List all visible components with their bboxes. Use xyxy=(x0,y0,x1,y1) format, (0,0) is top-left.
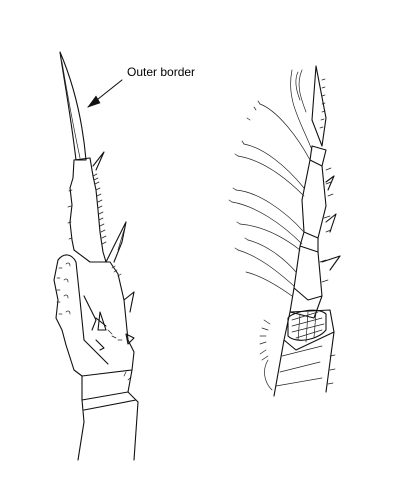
proximal-segment xyxy=(65,319,135,377)
terminal-spine xyxy=(59,51,87,161)
outer-border-label: Outer border xyxy=(127,65,196,79)
right-axis-segments xyxy=(289,145,341,319)
callout-arrow xyxy=(87,79,123,108)
middle-segment xyxy=(53,249,127,346)
middle-spines xyxy=(97,291,135,331)
right-basal-segment xyxy=(259,319,336,397)
setae xyxy=(228,69,313,297)
basal-segments xyxy=(77,369,139,461)
right-basal-joint xyxy=(283,309,335,351)
left-appendage xyxy=(53,51,139,461)
side-spine xyxy=(105,221,127,263)
distal-segment xyxy=(67,151,107,263)
right-terminal-spine xyxy=(311,65,327,147)
right-appendage xyxy=(228,65,341,397)
